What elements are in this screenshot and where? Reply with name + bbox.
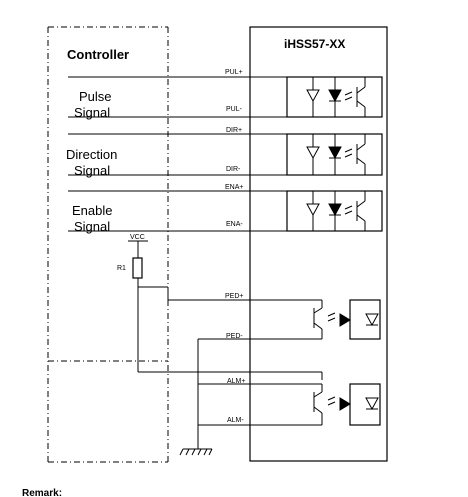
pulse-signal-line2: Signal [74,105,110,120]
enable-signal-line1: Enable [72,203,112,218]
pin-ena-minus: ENA- [226,221,243,228]
pin-pul-plus: PUL+ [225,69,243,76]
pulse-signal-line1: Pulse [79,89,112,104]
direction-signal-line1: Direction [66,147,117,162]
enable-signal-line2: Signal [74,219,110,234]
alm-optocoupler-icon [313,383,381,426]
r1-resistor [132,257,143,279]
ped-optocoupler-icon [313,299,381,340]
remark-label: Remark: [22,488,62,497]
driver-box [249,26,388,462]
pul-optocoupler-icon [286,76,383,118]
driver-title: iHSS57-XX [284,37,345,51]
pin-alm-minus: ALM- [227,417,244,424]
pin-alm-plus: ALM+ [227,378,245,385]
ground-icon [179,446,213,456]
signal-wires [68,76,323,446]
pin-dir-minus: DIR- [226,166,241,173]
pin-dir-plus: DIR+ [226,127,242,134]
controller-title: Controller [67,47,129,62]
optocoupler-outputs [313,299,381,426]
direction-signal-line2: Signal [74,163,110,178]
pin-ena-plus: ENA+ [225,184,243,191]
pin-ped-plus: PED+ [225,293,243,300]
optocoupler-inputs [286,76,383,232]
dir-optocoupler-icon [286,133,383,176]
pin-pul-minus: PUL- [226,106,243,113]
vcc-label: VCC [130,234,145,241]
pin-ped-minus: PED- [226,333,243,340]
controller-boundary [47,26,169,463]
ena-optocoupler-icon [286,190,383,232]
r1-label: R1 [117,265,126,272]
